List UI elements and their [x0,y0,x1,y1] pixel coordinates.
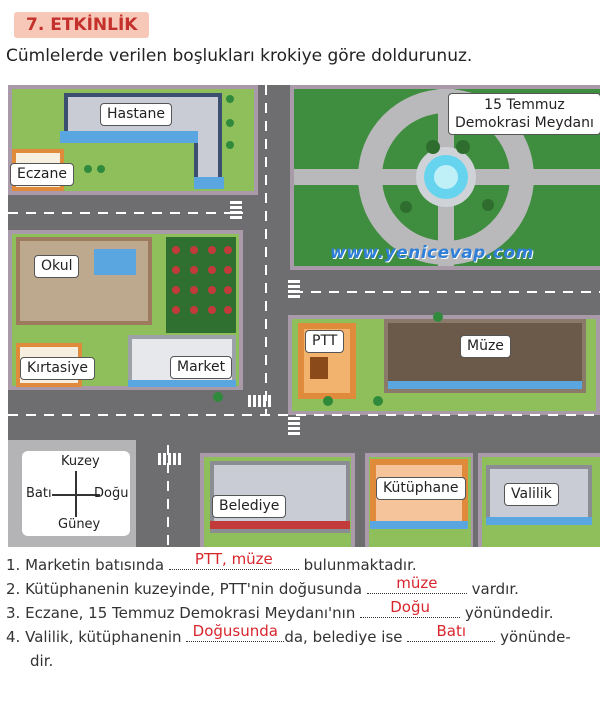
label-ptt: PTT [305,330,345,353]
city-sketch-map: Hastane Eczane 15 Temmuz Demokrasi Meyda… [8,85,600,547]
answer-blank-2[interactable]: Batı [407,622,496,642]
activity-title: 7. ETKİNLİK [14,12,150,38]
label-library: Kütüphane [376,477,466,500]
label-stationery: Kırtasiye [20,357,95,380]
label-school: Okul [34,255,80,278]
question-1: 1. Marketin batısında PTT, müze bulunmak… [6,550,417,574]
answer-text: müze [396,574,438,592]
label-square-line2: Demokrasi Meydanı [455,115,594,132]
question-number: 3. [6,604,21,622]
label-municipality: Belediye [212,495,287,518]
label-square-line1: 15 Temmuz [484,97,565,113]
answer-text: Doğu [390,598,430,616]
question-number: 2. [6,580,21,598]
question-text-after: yönündedir. [464,604,554,622]
question-4: 4. Valilik, kütüphanenin Doğusunda da, be… [6,622,571,646]
question-text-before: Valilik, kütüphanenin [25,628,182,646]
label-museum: Müze [460,335,511,358]
compass-rose: Kuzey Batı Doğu Güney [22,451,130,536]
label-democracy-square: 15 Temmuz Demokrasi Meydanı [448,93,600,136]
question-2: 2. Kütüphanenin kuzeyinde, PTT'nin doğus… [6,574,519,598]
map-drawing [8,85,600,547]
label-hospital: Hastane [100,103,172,126]
answer-blank[interactable]: Doğusunda [186,622,285,642]
question-text-before: Marketin batısında [25,556,165,574]
compass-south: Güney [58,517,101,532]
label-market: Market [170,356,233,379]
compass-vertical [75,471,77,517]
question-text-mid: da, belediye ise [284,628,403,646]
compass-east: Doğu [94,486,129,501]
answer-text-2: Batı [436,622,467,640]
instruction-text: Cümlelerde verilen boşlukları krokiye gö… [6,46,473,66]
question-text-before: Kütüphanenin kuzeyinde, PTT'nin doğusund… [25,580,363,598]
watermark: www.yenicevap.com [330,243,534,263]
question-text-after: bulunmaktadır. [303,556,417,574]
answer-blank[interactable]: Doğu [360,598,461,618]
answer-blank[interactable]: PTT, müze [168,550,299,570]
question-text-after: vardır. [471,580,519,598]
label-pharmacy: Eczane [10,163,74,186]
compass-west: Batı [26,486,52,501]
question-text-after: yönünde- [500,628,571,646]
question-number: 1. [6,556,21,574]
compass-north: Kuzey [61,454,100,469]
answer-text: Doğusunda [192,622,278,640]
question-text-before: Eczane, 15 Temmuz Demokrasi Meydanı'nın [25,604,356,622]
question-4-continuation: dir. [30,652,54,670]
label-governorship: Valilik [504,483,559,506]
question-3: 3. Eczane, 15 Temmuz Demokrasi Meydanı'n… [6,598,554,622]
answer-blank[interactable]: müze [366,574,467,594]
answer-text: PTT, müze [194,550,273,568]
question-number: 4. [6,628,21,646]
